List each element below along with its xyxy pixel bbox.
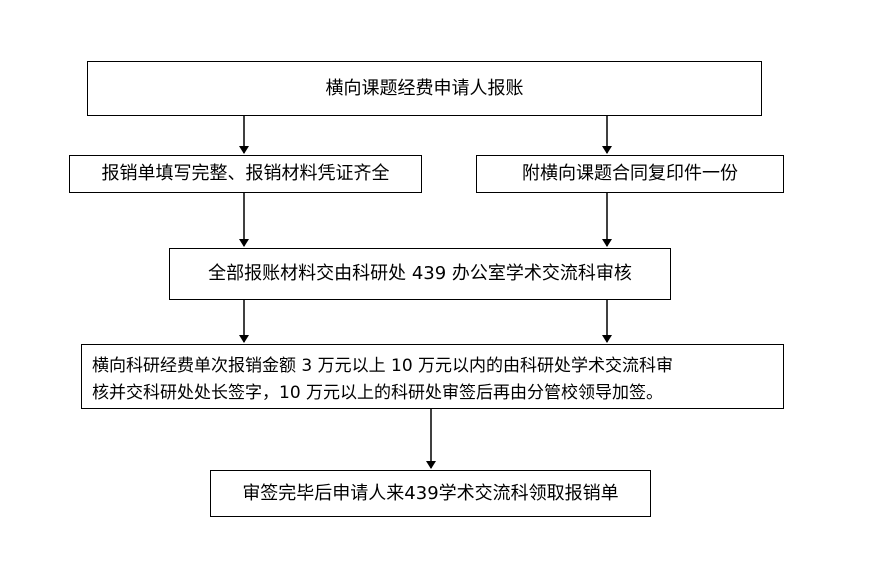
- end-node-label: 审签完毕后申请人来439学术交流科领取报销单: [242, 482, 619, 504]
- approval-node-line-1: 横向科研经费单次报销金额 3 万元以上 10 万元以内的由科研处学术交流科审: [92, 356, 674, 376]
- end-node: 审签完毕后申请人来439学术交流科领取报销单: [210, 470, 651, 517]
- left-step-node-label: 报销单填写完整、报销材料凭证齐全: [101, 163, 390, 184]
- review-node-label: 全部报账材料交由科研处 439 办公室学术交流科审核: [208, 263, 632, 284]
- left-step-node: 报销单填写完整、报销材料凭证齐全: [69, 155, 422, 193]
- right-step-node-label: 附横向课题合同复印件一份: [522, 163, 738, 184]
- right-step-node: 附横向课题合同复印件一份: [476, 155, 784, 193]
- start-node: 横向课题经费申请人报账: [87, 61, 762, 116]
- start-node-label: 横向课题经费申请人报账: [325, 77, 524, 99]
- approval-node-line-2: 核并交科研处处长签字，10 万元以上的科研处审签后再由分管校领导加签。: [92, 383, 664, 403]
- review-node: 全部报账材料交由科研处 439 办公室学术交流科审核: [169, 248, 671, 300]
- approval-node: 横向科研经费单次报销金额 3 万元以上 10 万元以内的由科研处学术交流科审 核…: [81, 344, 784, 409]
